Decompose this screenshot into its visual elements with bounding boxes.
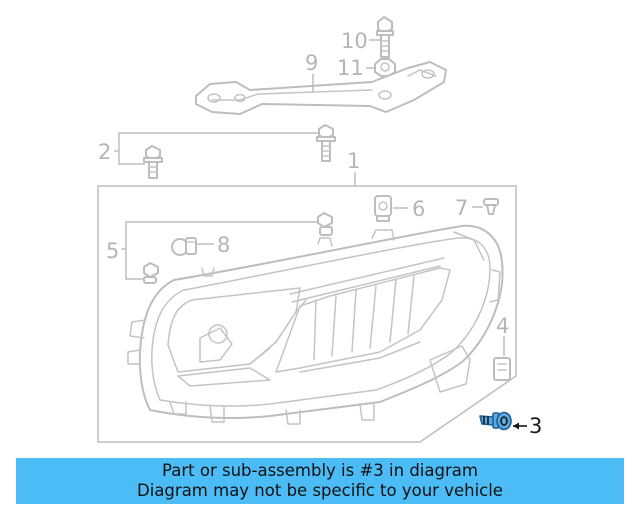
bolt-part-2-right — [316, 124, 336, 162]
bulb-part-8 — [171, 237, 197, 256]
callout-6: 6 — [412, 197, 425, 221]
leader-2 — [118, 132, 318, 165]
callout-1: 1 — [347, 149, 360, 173]
banner-line-1: Part or sub-assembly is #3 in diagram — [162, 461, 478, 480]
clip-part-6 — [374, 195, 392, 222]
callout-3: 3 — [529, 414, 542, 438]
callout-11: 11 — [337, 56, 364, 80]
assembly-frame-part-1 — [97, 185, 517, 443]
callout-7: 7 — [455, 196, 468, 220]
bolt-part-2-left — [143, 145, 163, 179]
info-banner: Part or sub-assembly is #3 in diagram Di… — [16, 458, 624, 504]
leader-5 — [125, 221, 318, 280]
parts-diagram: 10 11 9 2 1 — [97, 16, 542, 443]
callout-4: 4 — [496, 314, 509, 338]
nut-part-11 — [374, 58, 396, 77]
screw-part-7 — [483, 198, 499, 215]
bracket-part-9 — [195, 61, 447, 115]
screw-part-5-upper — [317, 212, 333, 236]
callout-10: 10 — [341, 29, 368, 53]
headlamp-housing — [127, 224, 504, 425]
callout-8: 8 — [217, 233, 230, 257]
bracket-part-4 — [493, 357, 511, 381]
callout-9: 9 — [305, 51, 318, 75]
callout-5: 5 — [106, 239, 119, 263]
bolt-part-10 — [376, 16, 394, 58]
screw-part-5-lower — [143, 262, 159, 284]
banner-line-2: Diagram may not be specific to your vehi… — [137, 481, 503, 500]
callout-2: 2 — [98, 140, 111, 164]
screw-part-3-highlighted — [479, 411, 512, 431]
arrow-icon — [513, 422, 519, 430]
